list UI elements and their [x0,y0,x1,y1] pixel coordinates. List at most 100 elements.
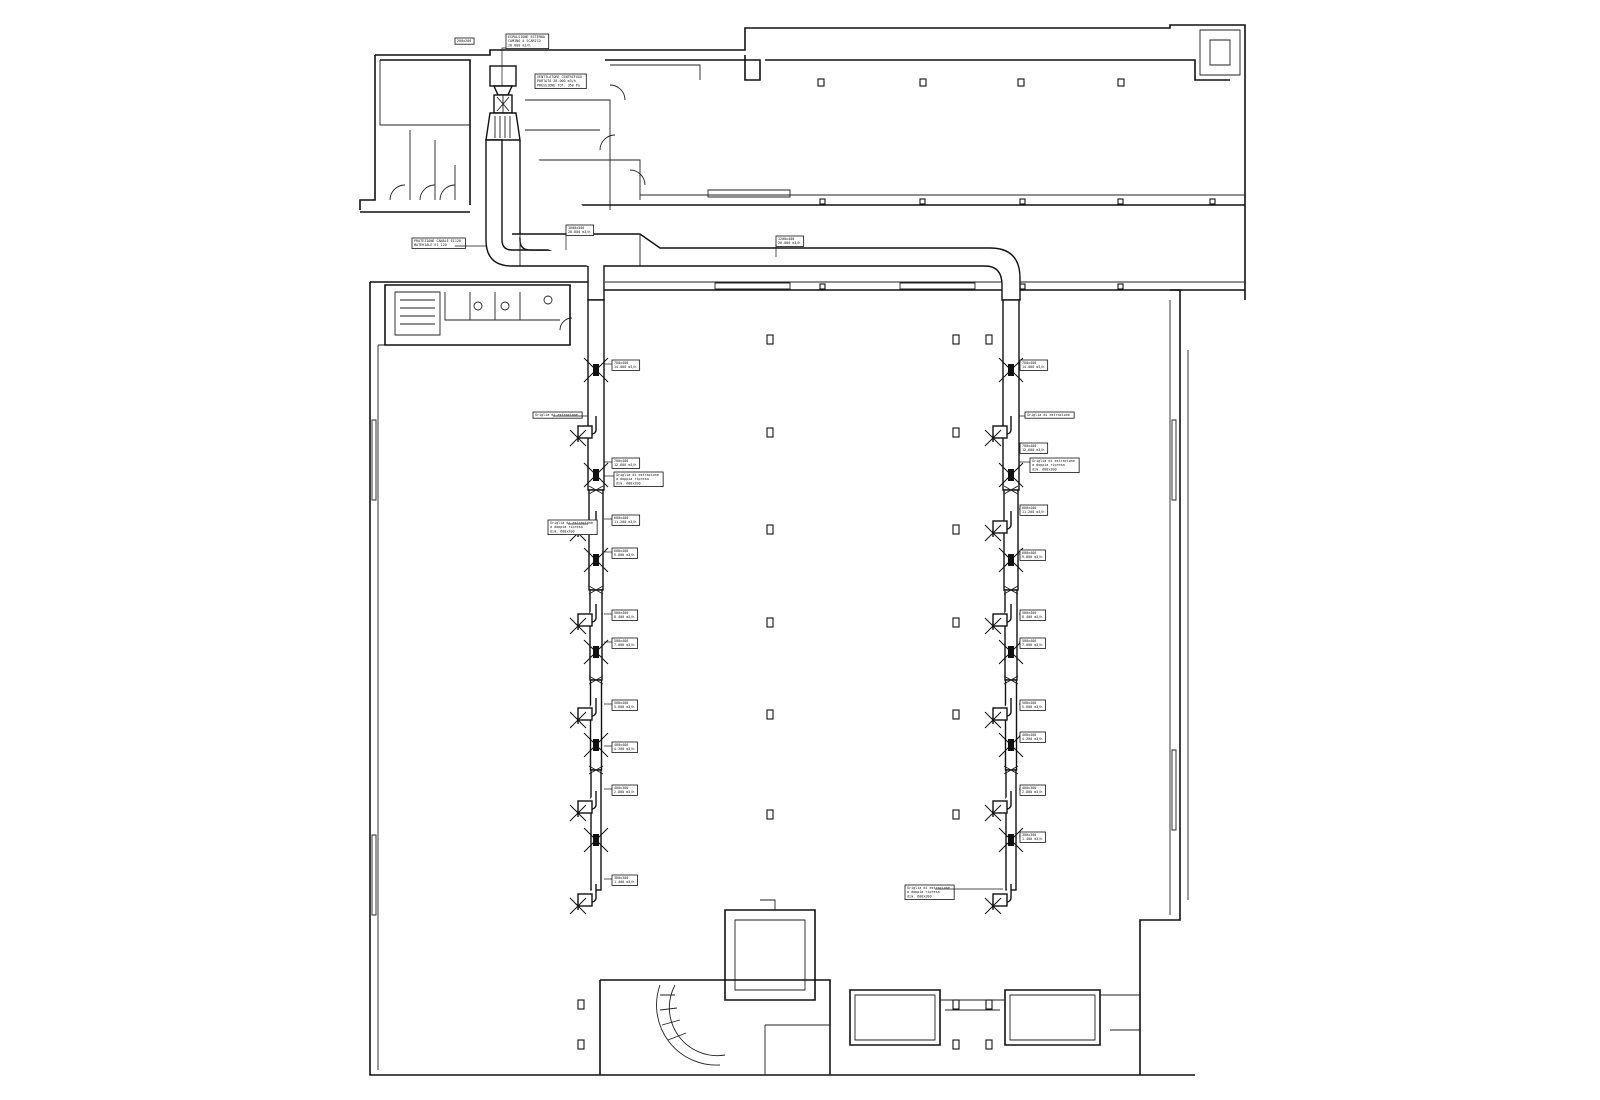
main-duct [485,139,1021,301]
column [766,809,774,820]
duct-transition [588,765,604,775]
grille-mark [998,462,1024,488]
tag-text: 200x200 [457,39,471,43]
tag-text: CAMINO A SCARICO [508,39,541,43]
tag-text: 500x400 [1022,639,1036,643]
duct-segment [587,299,605,491]
grille-mark [998,547,1024,573]
duct-transition [1003,585,1019,595]
grille-mark [583,639,609,665]
column [766,427,774,438]
tag-text: 12.600 m3/h [614,463,636,467]
tag-text: 600x400 [1022,506,1036,510]
tag-text: 700x400 [614,361,628,365]
tag-text: 400x300 [614,786,628,790]
tag-text: dim. 600x200 [1032,467,1057,471]
column [952,334,960,345]
tag-text: Griglia di estrazione [535,413,578,417]
tag-text: 600x400 [614,549,628,553]
unit-tag-small: 200x200 [454,37,475,45]
tag-text: Griglia di estrazione [1032,459,1075,463]
tag-text: 700x400 [1022,361,1036,365]
column [952,524,960,535]
tag-text: 1000x500 [568,226,584,230]
tag-text: 400x400 [1022,733,1036,737]
tag-text: 500x400 [614,701,628,705]
tag-text: 28.000 m3/h [568,230,590,234]
tag-text: 28.000 m3/h [508,43,530,47]
tag-text: 11.200 m3/h [1022,510,1044,514]
tag-text: Griglia di estrazione [616,473,659,477]
tag-text: 600x400 [1022,551,1036,555]
right-branch-tag: Griglia di estrazione [1024,411,1075,419]
grille-mark [569,897,587,915]
tag-text: 9.800 m3/h [614,553,634,557]
tag-text: Griglia di estrazione [907,886,950,890]
grille-mark [984,711,1002,729]
tag-text: 7.000 m3/h [1022,643,1042,647]
duct-segment [588,489,604,591]
column [766,709,774,720]
duct-transition [1003,675,1019,685]
tag-text: 300x300 [1022,833,1036,837]
grille-mark [998,639,1024,665]
tag-text: PRESSIONE TOT. 350 Pa [537,83,580,87]
duct-segment [589,589,603,681]
tag-text: 5.600 m3/h [614,705,634,709]
tag-text: dim. 600x200 [616,481,641,485]
tag-text: 600x400 [614,516,628,520]
tag-text: a doppia ripresa [1032,463,1065,467]
tag-text: 14.000 m3/h [1022,365,1044,369]
north-columns [817,78,1216,290]
tag-text: 500x400 [614,611,628,615]
tag-text: 7.000 m3/h [614,643,634,647]
grille-mark [984,524,1002,542]
tag-text: 500x400 [1022,611,1036,615]
left-branch-tag: Griglia di estrazione [532,411,583,419]
duct-segment [589,679,603,771]
tag-text: MATERIALE EI 120 [414,243,447,247]
column [952,999,960,1010]
tag-text: a doppia ripresa [616,477,649,481]
column [985,1039,993,1050]
tag-text: a doppia ripresa [550,525,583,529]
duct-transition [588,585,604,595]
south-structures [599,899,1140,1075]
tag-text: 11.200 m3/h [614,520,636,524]
column [952,427,960,438]
tag-text: 300x300 [614,876,628,880]
tag-text: 700x400 [614,459,628,463]
grille-mark [984,897,1002,915]
grille-mark [583,462,609,488]
duct-segment [1004,589,1018,681]
tag-text: PORTATA 28.000 m3/h [537,79,576,83]
grille-mark [569,429,587,447]
tag-text: ESPULSIONE ESTERNA [508,35,545,39]
grille-mark [569,617,587,635]
tag-text: 9.800 m3/h [1022,555,1042,559]
duct-segment [1003,489,1019,591]
duct-segment [590,769,602,891]
north-wing-walls [359,24,1246,300]
column [985,999,993,1010]
